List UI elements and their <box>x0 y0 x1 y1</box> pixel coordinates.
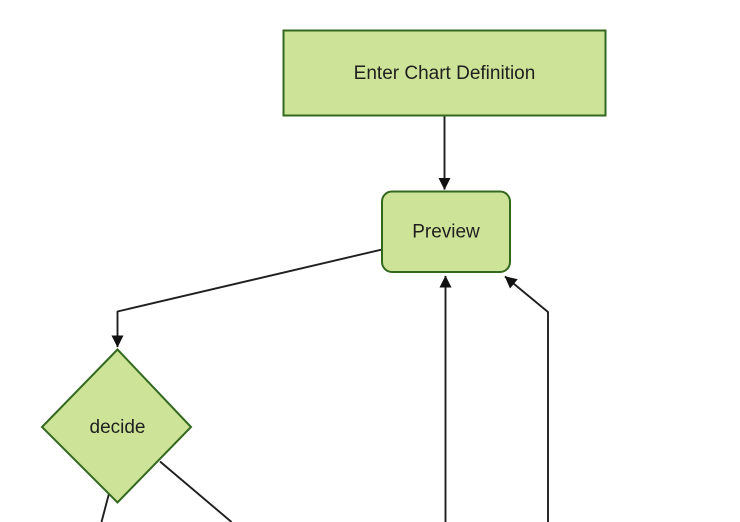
node-preview: Preview <box>381 190 511 273</box>
edge-decide-out-right <box>159 460 233 522</box>
node-enter-chart-definition-box <box>282 29 607 117</box>
edge-decide-out-left <box>100 493 110 522</box>
edge-preview-to-decide <box>111 248 383 348</box>
edge-bottom-right-to-preview <box>504 275 549 522</box>
node-preview-label: Preview <box>412 222 480 243</box>
node-preview-box <box>381 190 511 273</box>
node-enter-chart-definition: Enter Chart Definition <box>282 29 607 117</box>
node-decide-label: decide <box>90 417 146 438</box>
node-enter-chart-definition-label: Enter Chart Definition <box>354 63 536 84</box>
node-decide: decide <box>40 348 193 504</box>
edge-layer <box>100 116 549 522</box>
node-decide-diamond <box>40 348 193 504</box>
